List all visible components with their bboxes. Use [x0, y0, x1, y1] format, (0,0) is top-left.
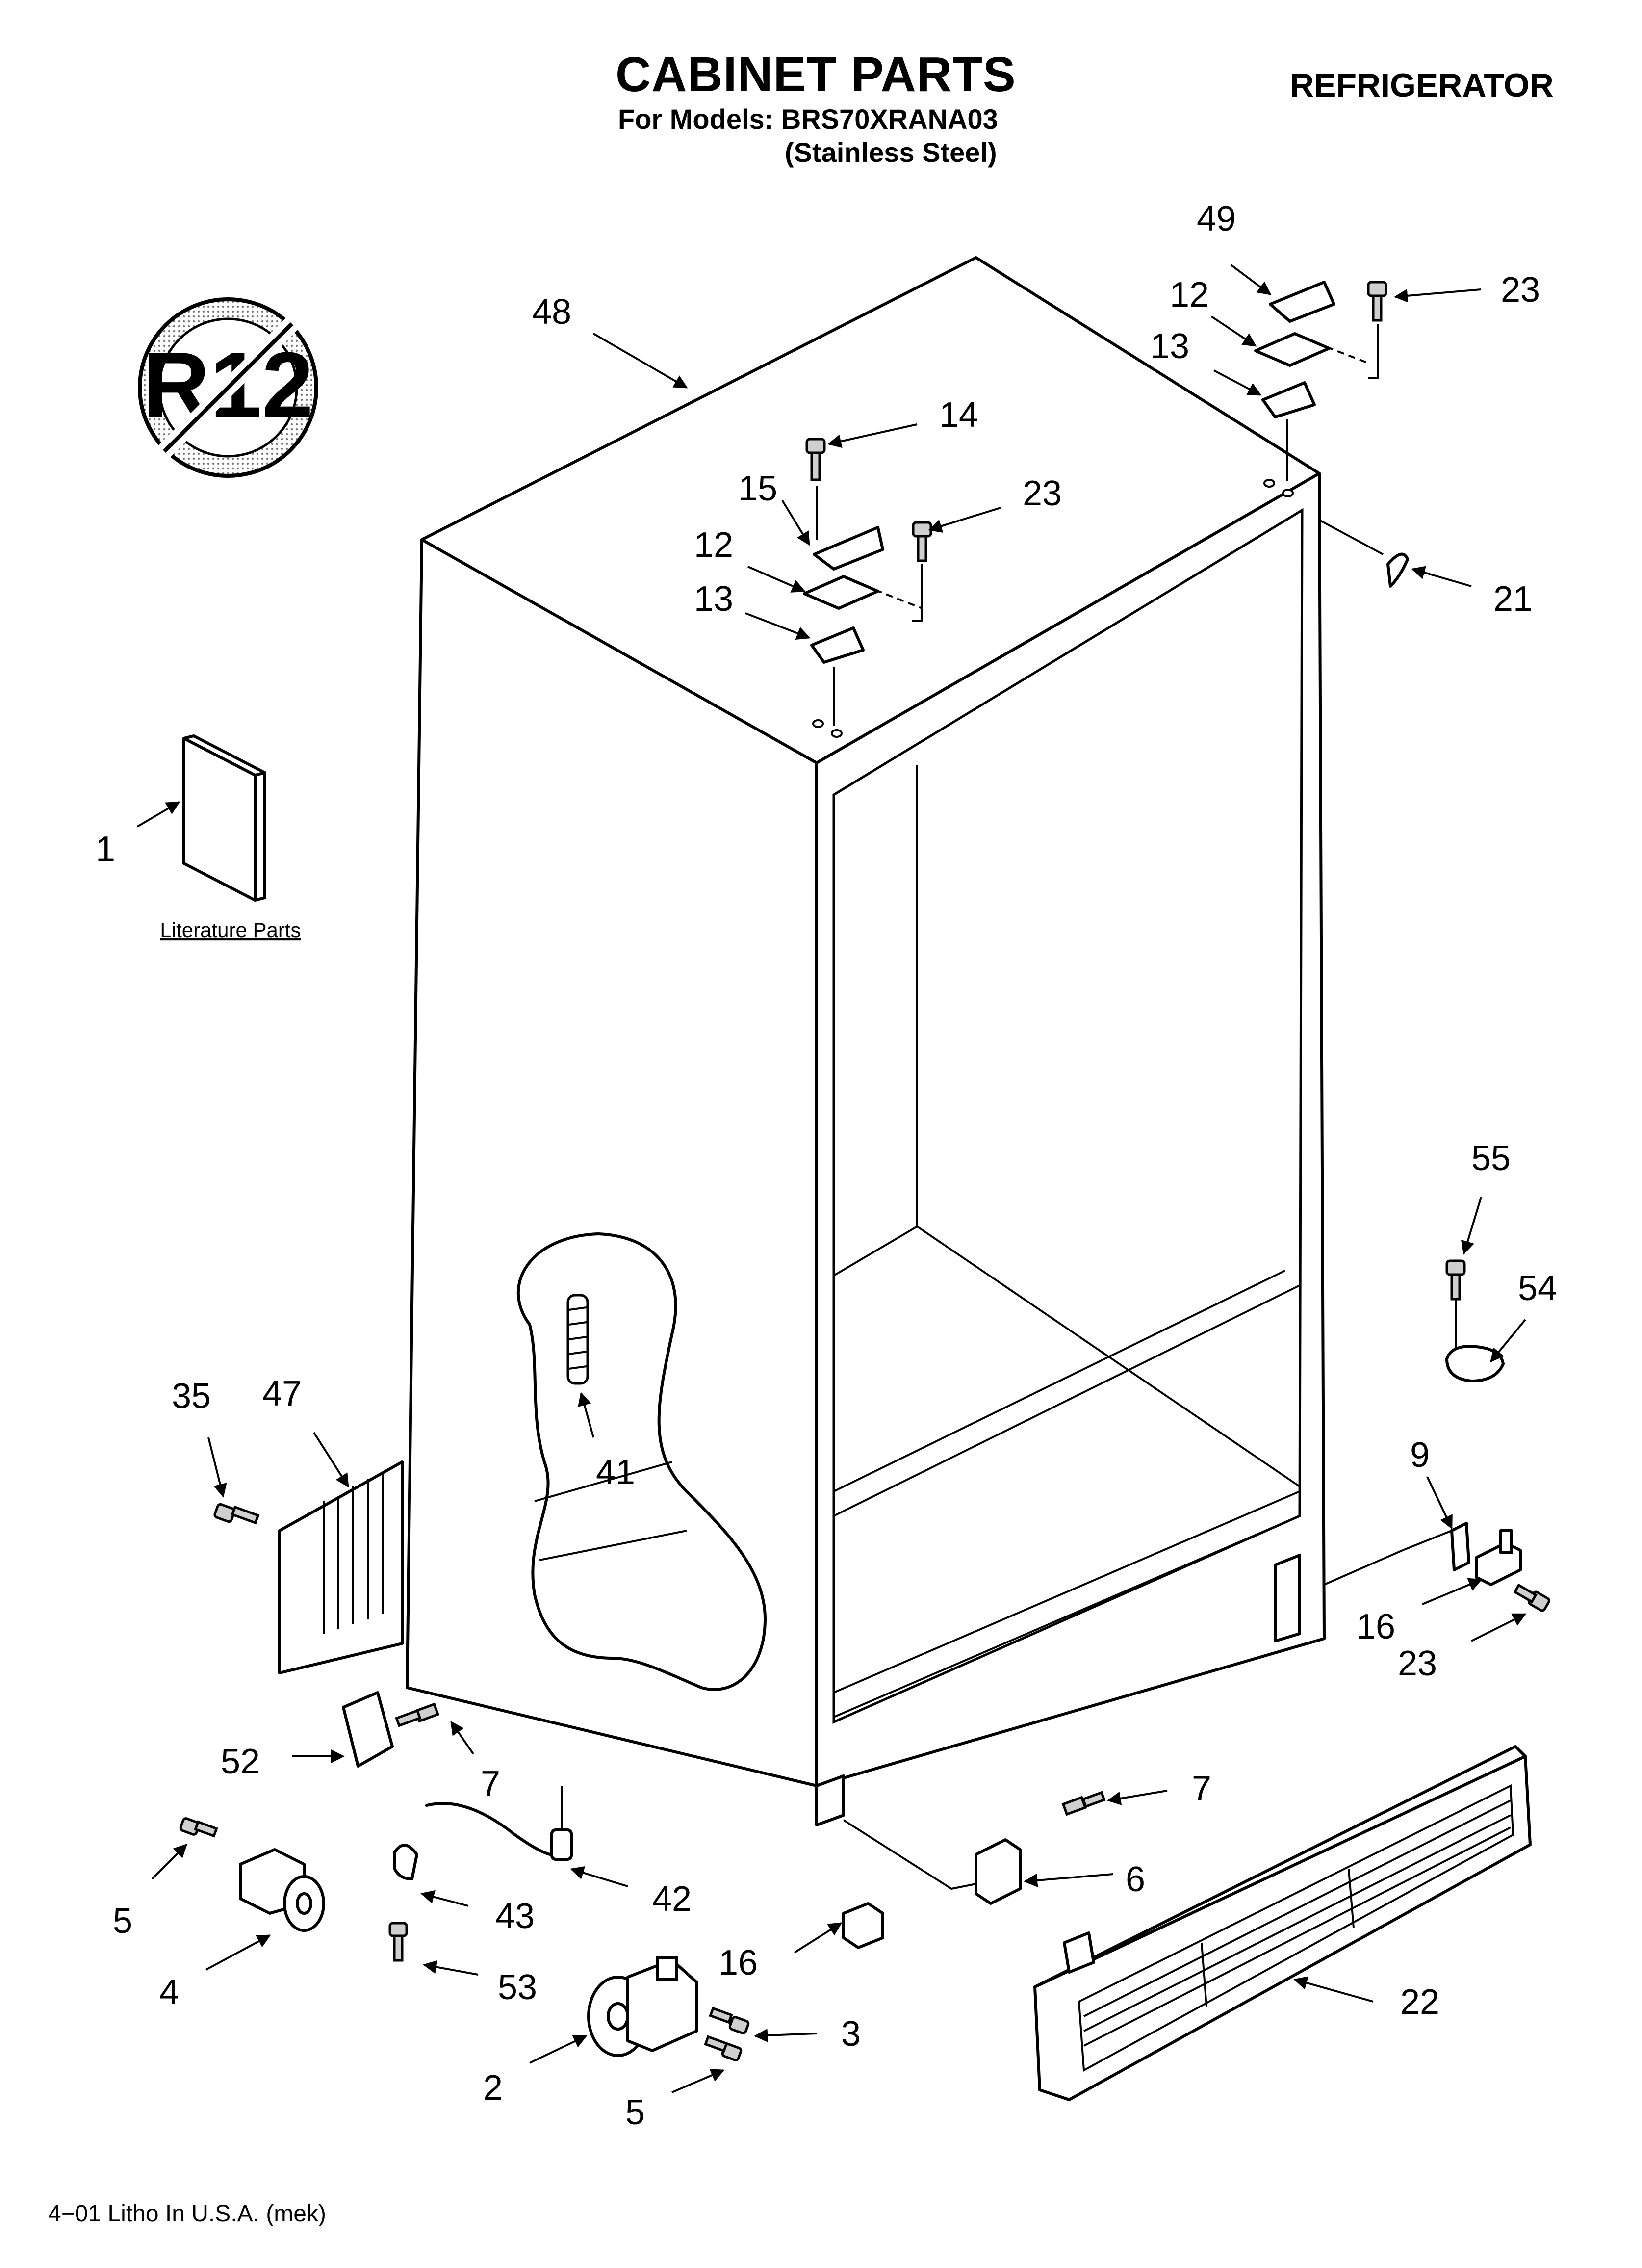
hinge-screw-icon: [1367, 281, 1387, 322]
callouts: 49 23 12 13 48 14 15 23 12 13 21 1 55 54…: [96, 199, 1557, 2132]
callout-21: 21: [1493, 579, 1533, 619]
clip-part: [1319, 519, 1409, 588]
page-title: CABINET PARTS: [616, 47, 1016, 102]
r12-logo: R12: [138, 297, 318, 478]
callout-55: 55: [1471, 1139, 1511, 1178]
callout-43: 43: [495, 1897, 535, 1936]
front-leveling-roller: [587, 1956, 750, 2061]
callout-4: 4: [159, 1973, 179, 2012]
models-line: For Models: BRS70XRANA03: [618, 104, 998, 134]
leader-lines: [136, 264, 1527, 2093]
callout-7: 7: [1192, 1769, 1211, 1808]
callout-6: 6: [1126, 1860, 1145, 1899]
callout-5: 5: [625, 2093, 645, 2132]
water-tube: [388, 1786, 573, 1962]
callout-5: 5: [113, 1902, 132, 1941]
callout-54: 54: [1518, 1269, 1557, 1308]
hinge-screw-icon: [1513, 1583, 1550, 1612]
callout-13: 13: [1150, 327, 1189, 366]
callout-35: 35: [172, 1377, 211, 1416]
refrigerator-cabinet: [406, 256, 1326, 1826]
grille-clip: [843, 1791, 1106, 1905]
access-panel-screw-icon: [213, 1503, 260, 1525]
hinge-screw-icon: [805, 438, 826, 481]
left-top-hinge-assembly: [803, 438, 932, 726]
literature-parts-label: Literature Parts: [160, 918, 301, 941]
callout-41: 41: [596, 1453, 635, 1492]
bottom-stop: [842, 1902, 884, 1949]
callout-9: 9: [1410, 1435, 1430, 1475]
callout-14: 14: [939, 395, 978, 435]
callout-12: 12: [694, 525, 733, 565]
right-top-hinge-assembly: [1254, 281, 1387, 481]
callout-1: 1: [96, 830, 115, 869]
rear-access-panel: [213, 1460, 404, 1674]
callout-23: 23: [1501, 270, 1540, 310]
callout-7: 7: [481, 1764, 500, 1803]
callout-52: 52: [221, 1742, 260, 1781]
callout-16: 16: [1356, 1607, 1395, 1646]
literature-booklet: [182, 734, 266, 902]
callout-42: 42: [652, 1879, 692, 1919]
footer-note: 4−01 Litho In U.S.A. (mek): [48, 2201, 326, 2227]
callout-22: 22: [1400, 1982, 1439, 2022]
callout-3: 3: [841, 2014, 861, 2054]
callout-16: 16: [718, 1943, 758, 1982]
callout-49: 49: [1197, 199, 1236, 238]
hinge-screw-icon: [912, 521, 932, 562]
callout-2: 2: [483, 2068, 503, 2108]
callout-23: 23: [1023, 474, 1062, 513]
callout-13: 13: [694, 579, 733, 619]
drain-coil: [566, 1294, 589, 1385]
callout-48: 48: [532, 292, 571, 332]
callout-12: 12: [1170, 275, 1209, 314]
callout-23: 23: [1398, 1644, 1437, 1683]
rear-roller-bracket: [342, 1691, 440, 1768]
finish-line: (Stainless Steel): [785, 137, 997, 168]
callout-15: 15: [738, 469, 777, 508]
right-bottom-hinge: [1324, 1522, 1550, 1612]
leveling-bracket: [1445, 1259, 1505, 1382]
category-title: REFRIGERATOR: [1290, 67, 1554, 104]
callout-47: 47: [262, 1374, 302, 1413]
front-roller: [179, 1817, 325, 1932]
callout-53: 53: [498, 1968, 537, 2007]
base-grille: [1033, 1745, 1532, 2101]
